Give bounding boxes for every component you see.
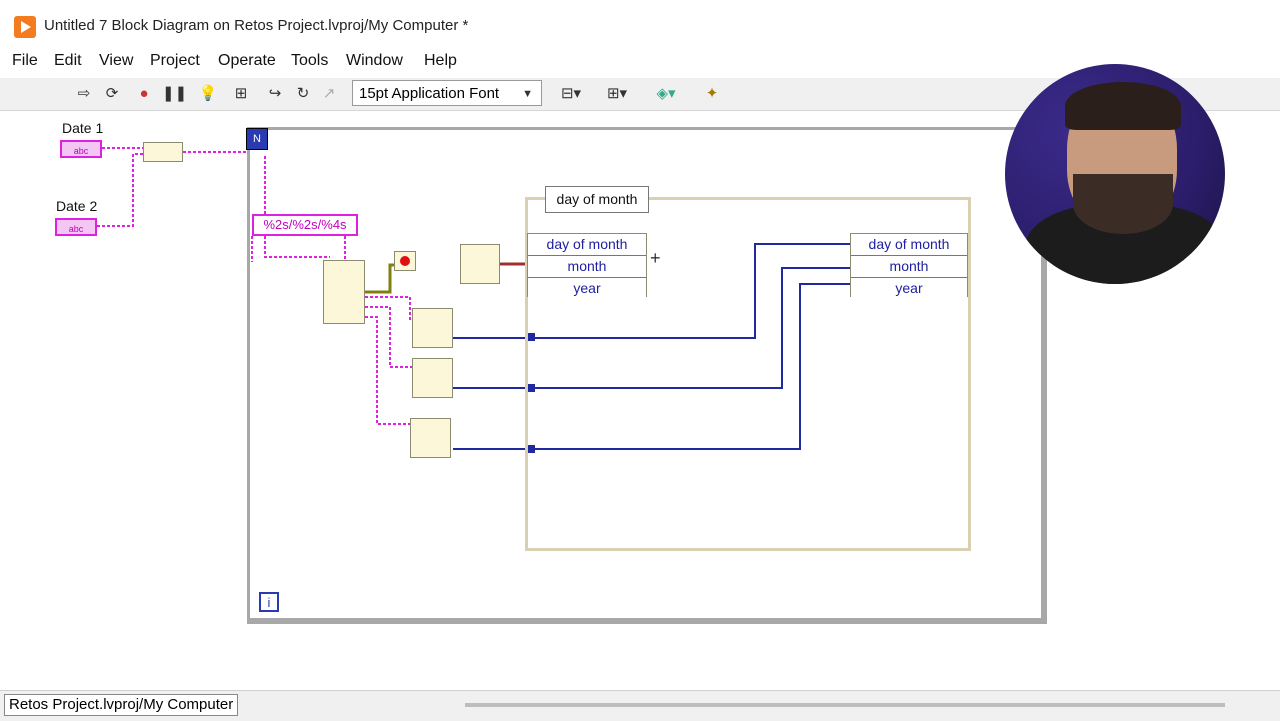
bundle-by-name-node[interactable]: day of month month year [850, 233, 968, 299]
loop-iteration-terminal[interactable]: i [259, 592, 279, 612]
menu-window[interactable]: Window [346, 52, 403, 69]
decimal-string-to-number-3[interactable] [410, 418, 451, 458]
date-1-label: Date 1 [62, 120, 104, 136]
menu-edit[interactable]: Edit [54, 52, 82, 69]
unbundle-field-day[interactable]: day of month [528, 234, 646, 256]
build-array-node[interactable] [143, 142, 183, 162]
bundle-field-day[interactable]: day of month [851, 234, 967, 256]
decimal-string-to-number-2[interactable] [412, 358, 453, 398]
menu-project[interactable]: Project [150, 52, 200, 69]
abort-icon[interactable]: ● [139, 85, 149, 102]
distribute-objects-icon[interactable]: ⊞▾ [606, 85, 628, 102]
menu-tools[interactable]: Tools [291, 52, 329, 69]
labview-app-icon [14, 16, 36, 38]
project-status[interactable]: Retos Project.lvproj/My Computer [4, 694, 239, 716]
date-2-control[interactable]: abc [55, 218, 97, 236]
cluster-constant-node[interactable] [460, 244, 500, 284]
decimal-string-to-number-1[interactable] [412, 308, 453, 348]
pause-icon[interactable]: ❚❚ [162, 85, 188, 102]
title-bar: Untitled 7 Block Diagram on Retos Projec… [0, 0, 1280, 44]
menu-file[interactable]: File [12, 52, 38, 69]
bundle-field-year[interactable]: year [851, 278, 967, 299]
presenter-hair [1065, 82, 1181, 130]
retain-wire-values-icon[interactable]: ⊞ [234, 85, 248, 102]
error-out-node[interactable] [394, 251, 416, 271]
run-continuously-icon[interactable]: ⟳ [105, 85, 119, 102]
case-selector-label[interactable]: day of month [545, 186, 649, 213]
menu-bar: File Edit View Project Operate Tools Win… [0, 48, 1280, 76]
step-over-icon[interactable]: ↻ [296, 85, 310, 102]
for-loop[interactable] [247, 127, 1047, 624]
clean-up-diagram-icon[interactable]: ✦ [705, 85, 719, 102]
case-structure[interactable] [525, 197, 971, 551]
menu-help[interactable]: Help [424, 52, 457, 69]
chevron-down-icon: ▼ [522, 88, 533, 100]
cursor-icon: + [650, 248, 661, 268]
step-into-icon[interactable]: ↪ [268, 85, 282, 102]
unbundle-field-year[interactable]: year [528, 278, 646, 299]
wires [97, 147, 850, 453]
date-1-control[interactable]: abc [60, 140, 102, 158]
error-icon [400, 256, 410, 266]
bundle-field-month[interactable]: month [851, 256, 967, 278]
unbundle-by-name-node[interactable]: day of month month year [527, 233, 647, 299]
highlight-execution-icon[interactable]: 💡 [198, 85, 218, 102]
webcam-overlay [1005, 64, 1225, 284]
menu-operate[interactable]: Operate [218, 52, 276, 69]
align-objects-icon[interactable]: ⊟▾ [560, 85, 582, 102]
window-title: Untitled 7 Block Diagram on Retos Projec… [44, 17, 469, 34]
unbundle-field-month[interactable]: month [528, 256, 646, 278]
status-bar: Retos Project.lvproj/My Computer [0, 690, 1280, 721]
scan-from-string-node[interactable] [323, 260, 365, 324]
step-out-icon[interactable]: ↗ [322, 85, 336, 102]
loop-count-terminal[interactable]: N [246, 128, 268, 150]
font-select-value: 15pt Application Font [359, 85, 500, 102]
horizontal-scrollbar[interactable] [465, 703, 1225, 707]
format-string-constant[interactable]: %2s/%2s/%4s [252, 214, 358, 236]
menu-view[interactable]: View [99, 52, 134, 69]
font-select[interactable]: 15pt Application Font ▼ [352, 80, 542, 106]
date-2-label: Date 2 [56, 198, 98, 214]
run-arrow-icon[interactable]: ⇨ [77, 85, 91, 102]
reorder-icon[interactable]: ◈▾ [656, 85, 676, 102]
presenter-beard [1073, 174, 1173, 234]
